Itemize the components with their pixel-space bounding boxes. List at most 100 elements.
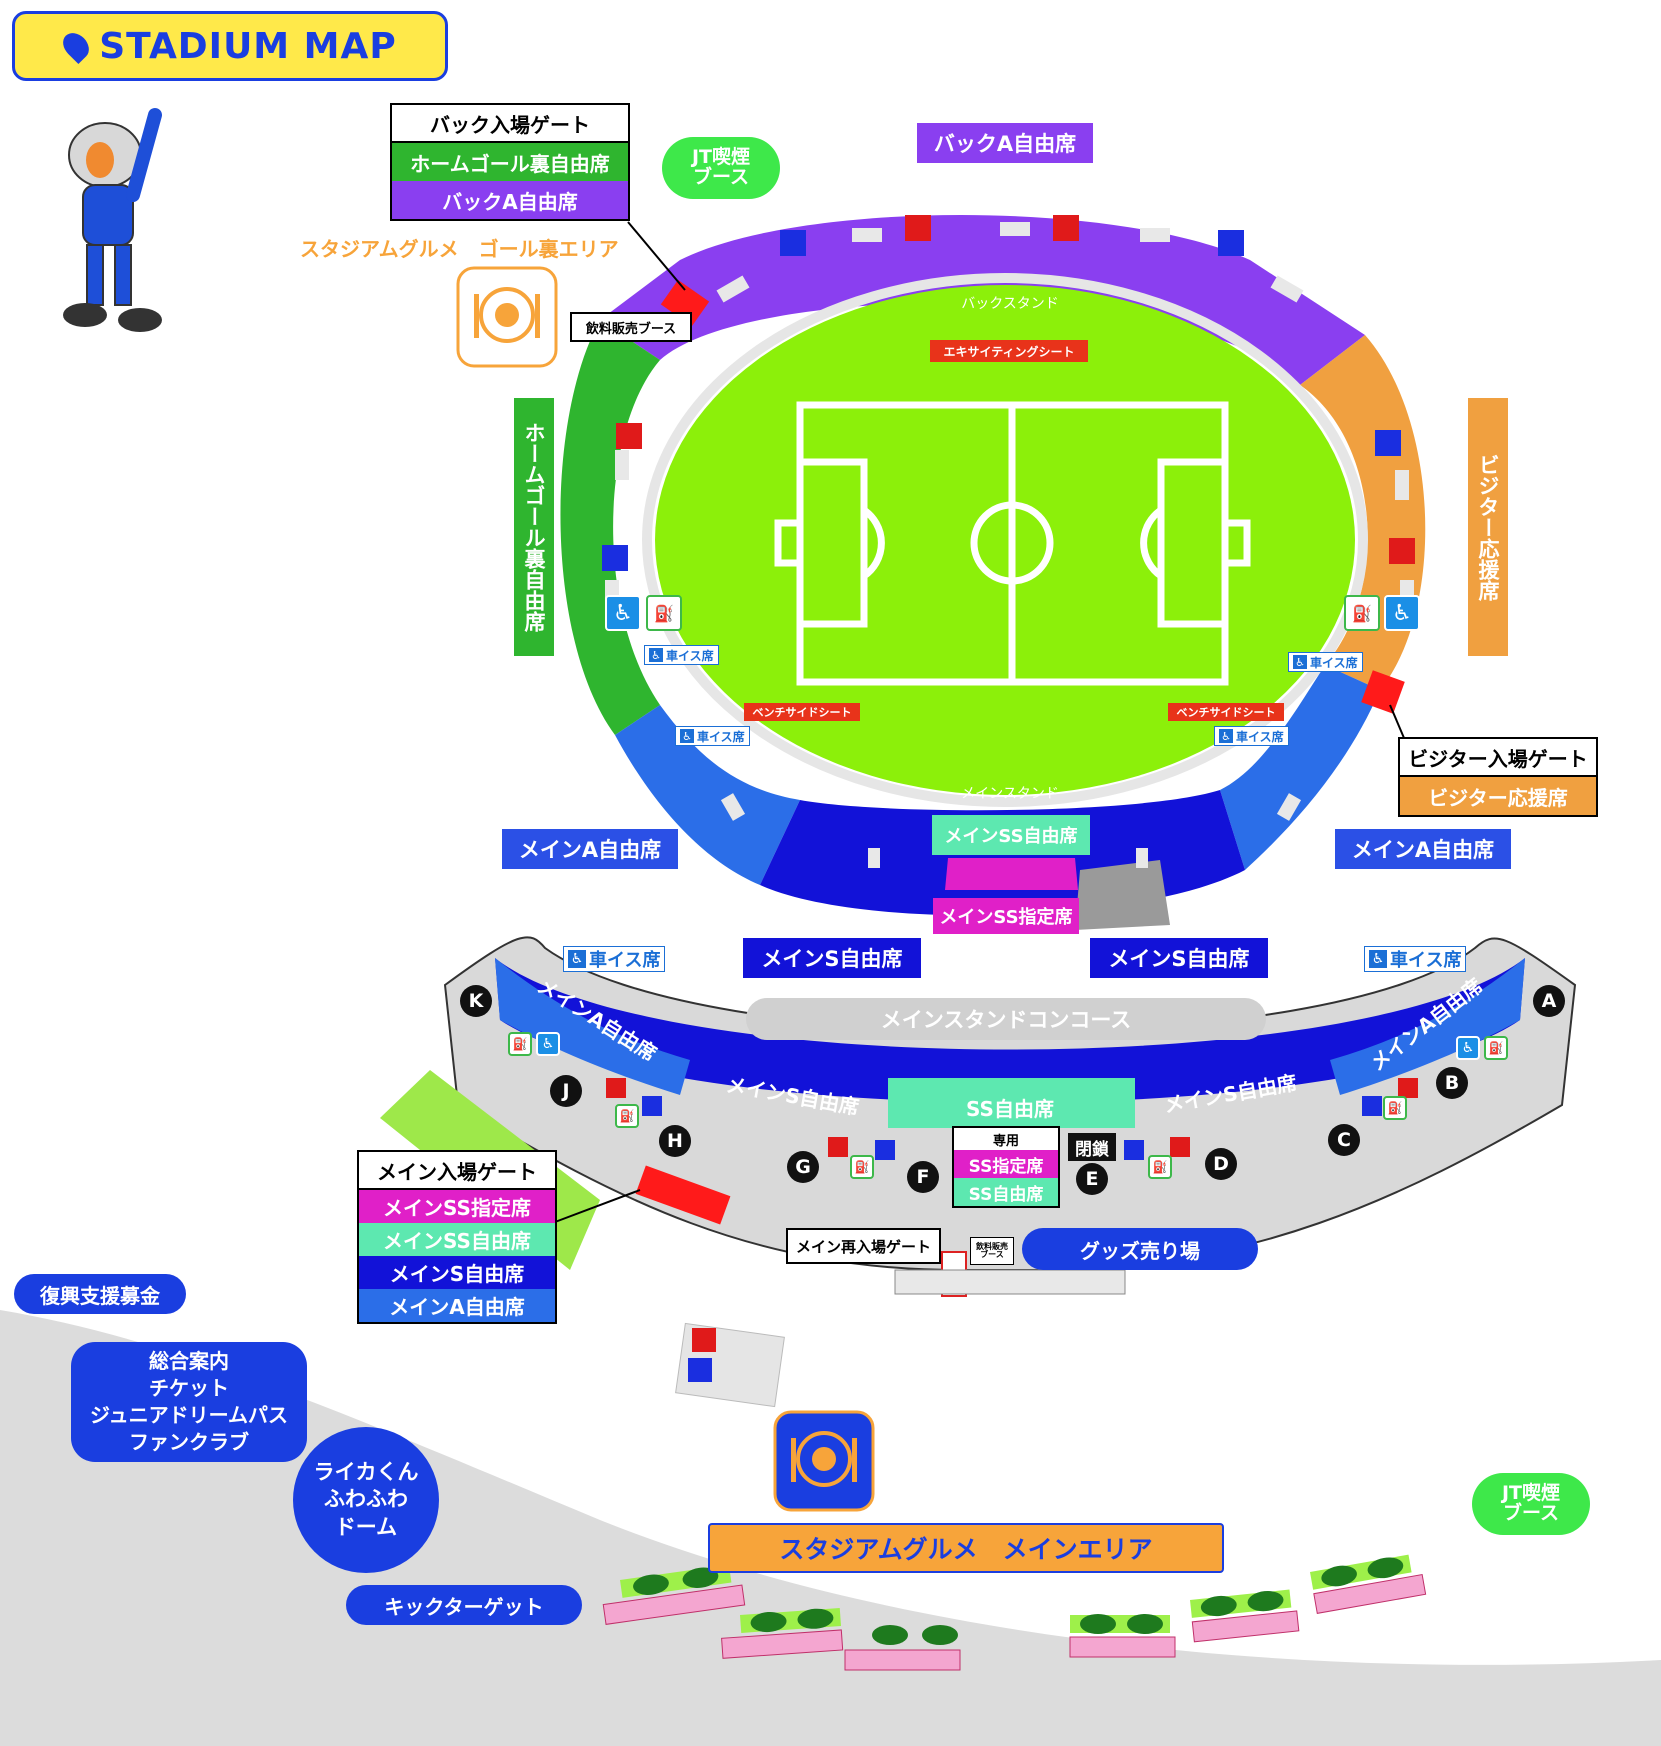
- map-title: STADIUM MAP: [99, 25, 397, 67]
- bench-side-left-label: ベンチサイドシート: [744, 703, 860, 721]
- reconstruction-donation-label: 復興支援募金: [14, 1274, 186, 1314]
- wheelchair-seat-label: 車イス席: [666, 648, 714, 663]
- drink-booth-small-label: 飲料販売 ブース: [970, 1237, 1014, 1265]
- information-center-label: 総合案内 チケット ジュニアドリームパス ファンクラブ: [71, 1342, 307, 1462]
- back-a-label: バックA自由席: [917, 123, 1093, 163]
- wheelchair-seat-label: 車イス席: [589, 950, 661, 971]
- wheelchair-seat-tag-large: ♿車イス席: [563, 946, 666, 972]
- wheelchair-icon: ♿: [1384, 595, 1420, 631]
- gray-wedge: [1075, 860, 1170, 930]
- main-a-right-area: [1220, 665, 1380, 870]
- gourmet-main-area-label: スタジアムグルメ メインエリア: [708, 1523, 1224, 1573]
- gate-letter-k: K: [460, 985, 492, 1017]
- main-a-left-label: メインA自由席: [502, 829, 678, 869]
- gate-letter-f: F: [907, 1161, 939, 1193]
- gate-letter-c: C: [1328, 1124, 1360, 1156]
- home-goal-area: [560, 320, 660, 735]
- back-stand-label: バックスタンド: [961, 296, 1059, 312]
- main-gate-row-ss-free: メインSS自由席: [359, 1223, 555, 1256]
- restroom-female-icon: [1389, 538, 1415, 564]
- leader-lines: [554, 221, 1405, 1223]
- pitch-area: [655, 285, 1355, 795]
- main-ss-free-label: メインSS自由席: [932, 818, 1090, 852]
- nursing-room-icon: ⛽: [1148, 1155, 1172, 1179]
- nursing-room-icon: ⛽: [615, 1104, 639, 1128]
- nursing-room-icon: ⛽: [1344, 595, 1380, 631]
- nursing-room-icon: ⛽: [850, 1155, 874, 1179]
- wheelchair-seat-tag: ♿車イス席: [1288, 652, 1363, 672]
- wheelchair-seat-label: 車イス席: [1310, 655, 1358, 670]
- drink-booth-label: 飲料販売ブース: [570, 312, 692, 342]
- back-gate-row-back-a: バックA自由席: [392, 181, 628, 219]
- stadium-bowl: [560, 215, 1426, 930]
- nursing-room-icon: ⛽: [508, 1032, 532, 1056]
- back-gate-title: バック入場ゲート: [392, 105, 628, 143]
- gate-letter-d: D: [1205, 1148, 1237, 1180]
- visitor-gate-row: ビジター応援席: [1400, 777, 1596, 815]
- restroom-icons: [602, 215, 1418, 1382]
- kick-target-label: キックターゲット: [346, 1585, 582, 1625]
- restroom-male-icon: [642, 1096, 662, 1116]
- mascot-illustration: [63, 108, 162, 332]
- concourse-band-base: [495, 958, 1525, 1103]
- restroom-female-icon: [606, 1078, 626, 1098]
- wheelchair-icon: ♿: [1293, 655, 1307, 669]
- restroom-male-icon: [1362, 1096, 1382, 1116]
- wheelchair-icon: ♿: [649, 648, 663, 662]
- restroom-male-icon: [688, 1358, 712, 1382]
- main-s-right-label: メインS自由席: [1090, 938, 1268, 978]
- restroom-male-icon: [780, 230, 806, 256]
- concourse-steps: [894, 1269, 1126, 1295]
- main-a-right-label: メインA自由席: [1335, 829, 1511, 869]
- wheelchair-seat-tag: ♿車イス席: [1214, 726, 1289, 746]
- visitor-gate-title: ビジター入場ゲート: [1400, 739, 1596, 777]
- main-gate-block: [635, 1165, 731, 1225]
- wheelchair-icon: ♿: [605, 595, 641, 631]
- wheelchair-seat-label: 車イス席: [1236, 729, 1284, 744]
- visitor-gate-block: [1361, 670, 1405, 714]
- goods-shop-label: グッズ売り場: [1022, 1228, 1258, 1270]
- bench-side-right-label: ベンチサイドシート: [1168, 703, 1284, 721]
- concourse-band-ss: [888, 1078, 1135, 1128]
- wheelchair-icon: ♿: [1219, 729, 1233, 743]
- exclusive-ss-reserved: SS指定席: [954, 1150, 1058, 1178]
- wheelchair-seat-tag: ♿車イス席: [675, 726, 750, 746]
- main-gate-title: メイン入場ゲート: [359, 1152, 555, 1190]
- gate-letter-e: E: [1076, 1163, 1108, 1195]
- restroom-female-icon: [1398, 1078, 1418, 1098]
- wheelchair-icon: ♿: [680, 729, 694, 743]
- main-gate-box: メイン入場ゲート メインSS指定席 メインSS自由席 メインS自由席 メインA自…: [357, 1150, 557, 1324]
- back-gate-row-home: ホームゴール裏自由席: [392, 143, 628, 181]
- vomitories: [605, 222, 1414, 868]
- main-stand-label: メインスタンド: [961, 786, 1059, 802]
- wheelchair-icon: ♿: [1456, 1036, 1480, 1060]
- wheelchair-seat-tag: ♿車イス席: [644, 645, 719, 665]
- gourmet-goal-area-label: スタジアムグルメ ゴール裏エリア: [300, 236, 619, 261]
- restroom-female-icon: [1170, 1137, 1190, 1157]
- visitor-label: ビジター応援席: [1468, 398, 1508, 656]
- restroom-male-icon: [875, 1140, 895, 1160]
- restroom-female-icon: [616, 423, 642, 449]
- main-s-left-label: メインS自由席: [743, 938, 921, 978]
- jt-smoking-booth-bottom: JT喫煙 ブース: [1472, 1473, 1590, 1535]
- wheelchair-seat-label: 車イス席: [1390, 950, 1462, 971]
- restroom-male-icon: [1218, 230, 1244, 256]
- main-reentry-gate: メイン再入場ゲート: [786, 1228, 941, 1264]
- back-gate-box: バック入場ゲート ホームゴール裏自由席 バックA自由席: [390, 103, 630, 221]
- wheelchair-icon: ♿: [1369, 950, 1387, 968]
- restroom-male-icon: [602, 545, 628, 571]
- gate-letter-h: H: [659, 1125, 691, 1157]
- restroom-female-icon: [1053, 215, 1079, 241]
- gate-letter-j: J: [550, 1075, 582, 1107]
- restroom-female-icon: [905, 215, 931, 241]
- main-ss-reserved-label: メインSS指定席: [933, 898, 1079, 934]
- jt-smoking-booth-top: JT喫煙 ブース: [662, 137, 780, 199]
- main-gate-row-ss-reserved: メインSS指定席: [359, 1190, 555, 1223]
- field-lines: [774, 401, 1251, 686]
- gate-letter-a: A: [1533, 985, 1565, 1017]
- main-gate-row-a-free: メインA自由席: [359, 1289, 555, 1322]
- nursing-room-icon: ⛽: [1383, 1096, 1407, 1120]
- exciting-seat-label: エキサイティングシート: [930, 340, 1088, 362]
- fuwafuwa-dome-label: ライカくん ふわふわ ドーム: [293, 1427, 439, 1573]
